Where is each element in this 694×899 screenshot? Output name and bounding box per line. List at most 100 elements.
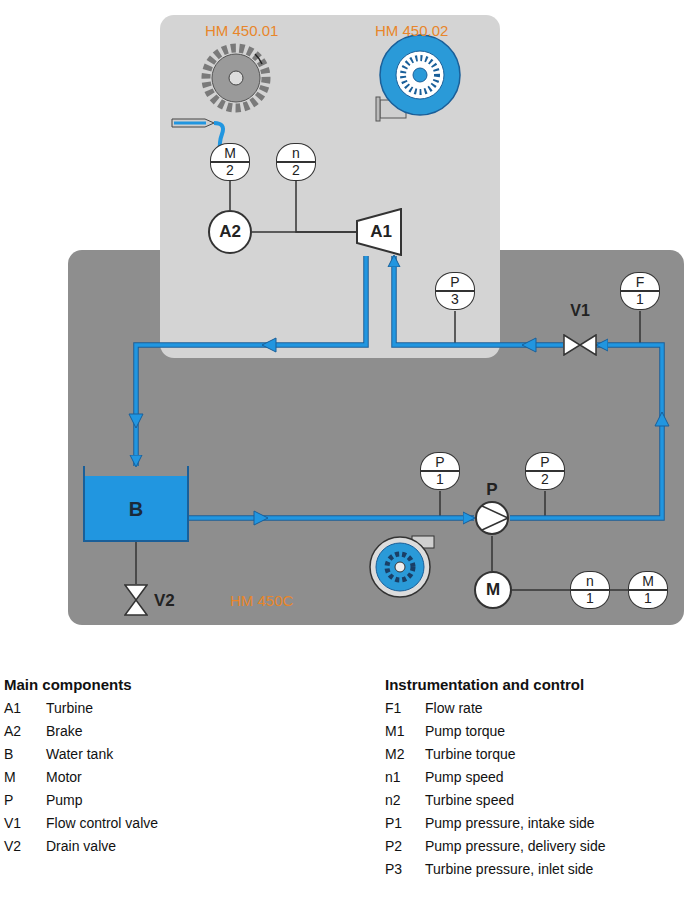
measured-variable: n	[586, 574, 594, 589]
measured-variable: n	[292, 146, 300, 161]
key-entry: Pump torque	[425, 723, 505, 739]
key-entry: Pump	[46, 792, 83, 808]
key-entry: Flow control valve	[46, 815, 158, 831]
flow-arrow	[262, 338, 276, 352]
pipe-outline	[189, 515, 474, 521]
instrument-tag: M1	[628, 571, 668, 609]
measured-variable: P	[450, 275, 459, 290]
shaft-line	[136, 542, 137, 584]
panel-title: HM 450.02	[375, 22, 448, 39]
instrument-tag: n2	[276, 143, 316, 181]
flow-arrow	[254, 511, 268, 525]
valve-symbol	[124, 584, 148, 616]
instrument-tag: M2	[210, 143, 250, 181]
key-entry: Pump pressure, intake side	[425, 815, 595, 831]
signal-line	[135, 542, 137, 584]
pipe-outline	[510, 345, 662, 518]
key-entry: A2	[4, 723, 21, 739]
instrument-tag: P2	[525, 452, 565, 490]
instrument-number: 1	[644, 591, 652, 606]
signal-line	[491, 536, 493, 571]
panel-title: HM 450.01	[205, 22, 278, 39]
turbine-symbol: A1	[356, 208, 402, 256]
pipe-flow	[510, 345, 662, 518]
key-entry: Turbine torque	[425, 746, 516, 762]
component-id: M	[486, 580, 500, 600]
shaft-line	[492, 536, 493, 571]
instrument-number: 2	[541, 472, 549, 487]
shaft-line	[512, 590, 570, 591]
key-entry: B	[4, 746, 13, 762]
key-entry: M2	[385, 746, 404, 762]
shaft-line	[230, 181, 231, 210]
key-entry: Drain valve	[46, 838, 116, 854]
instrument-number: 2	[292, 163, 300, 178]
valve-symbol	[563, 334, 597, 356]
water-tank: B	[83, 466, 189, 542]
measured-variable: F	[636, 275, 645, 290]
component-id: V1	[563, 302, 597, 320]
shaft-line	[252, 232, 356, 233]
signal-line	[512, 589, 570, 591]
instrument-tag: n1	[570, 571, 610, 609]
flow-arrow	[129, 414, 143, 428]
base-panel: HM 450CF1V1BV2P1PP2Mn1M1	[68, 250, 684, 625]
pipe-flow	[136, 256, 366, 466]
pump-volute	[370, 536, 434, 597]
key-entry: P3	[385, 861, 402, 877]
flow-arrow	[522, 338, 536, 352]
instrument-number: 1	[586, 591, 594, 606]
key-entry: A1	[4, 700, 21, 716]
turbine-panel: HM 450.01HM 450.02M2n2A2A1P3	[160, 15, 500, 358]
pump: P	[474, 480, 510, 536]
component-id: A2	[219, 222, 241, 242]
key-entry: Turbine pressure, inlet side	[425, 861, 593, 877]
key-heading: Instrumentation and control	[385, 676, 584, 693]
signal-line	[229, 181, 231, 210]
instrument-number: 2	[226, 163, 234, 178]
flow-arrow	[655, 412, 669, 426]
component-id: A1	[356, 208, 402, 256]
key-entry: Brake	[46, 723, 83, 739]
key-entry: F1	[385, 700, 401, 716]
motor-circle: M	[474, 571, 512, 609]
measured-variable: P	[540, 455, 549, 470]
measured-variable: M	[642, 574, 654, 589]
panel-title: HM 450C	[230, 592, 293, 609]
shaft-line	[296, 181, 356, 232]
pelton-wheel	[172, 48, 266, 152]
component-id: P	[474, 480, 510, 500]
pipe-flow	[394, 256, 563, 345]
turbine-panel	[160, 15, 500, 358]
key-entry: P	[4, 792, 13, 808]
component-id: B	[83, 476, 189, 542]
key-entry: Water tank	[46, 746, 113, 762]
key-entry: n2	[385, 792, 401, 808]
shaft-line	[610, 590, 628, 591]
signal-line	[610, 589, 628, 591]
key-heading: Main components	[4, 676, 132, 693]
component-id: V2	[154, 591, 175, 611]
pump-symbol	[474, 500, 510, 536]
pipe	[394, 256, 563, 345]
key-entry: Motor	[46, 769, 82, 785]
key-entry: V2	[4, 838, 21, 854]
instrument-tag: P1	[420, 452, 460, 490]
instrument-number: 1	[436, 472, 444, 487]
instrument-number: 3	[451, 292, 459, 307]
brake-circle: A2	[208, 210, 252, 254]
key-entry: Pump pressure, delivery side	[425, 838, 606, 854]
key-entry: Pump speed	[425, 769, 504, 785]
signal-line	[252, 231, 356, 233]
key-entry: P1	[385, 815, 402, 831]
key-entry: V1	[4, 815, 21, 831]
measured-variable: M	[224, 146, 236, 161]
key-entry: M	[4, 769, 16, 785]
francis-turbine	[376, 35, 460, 121]
key-entry: n1	[385, 769, 401, 785]
instrument-tag: P3	[435, 272, 475, 310]
key-entry: M1	[385, 723, 404, 739]
